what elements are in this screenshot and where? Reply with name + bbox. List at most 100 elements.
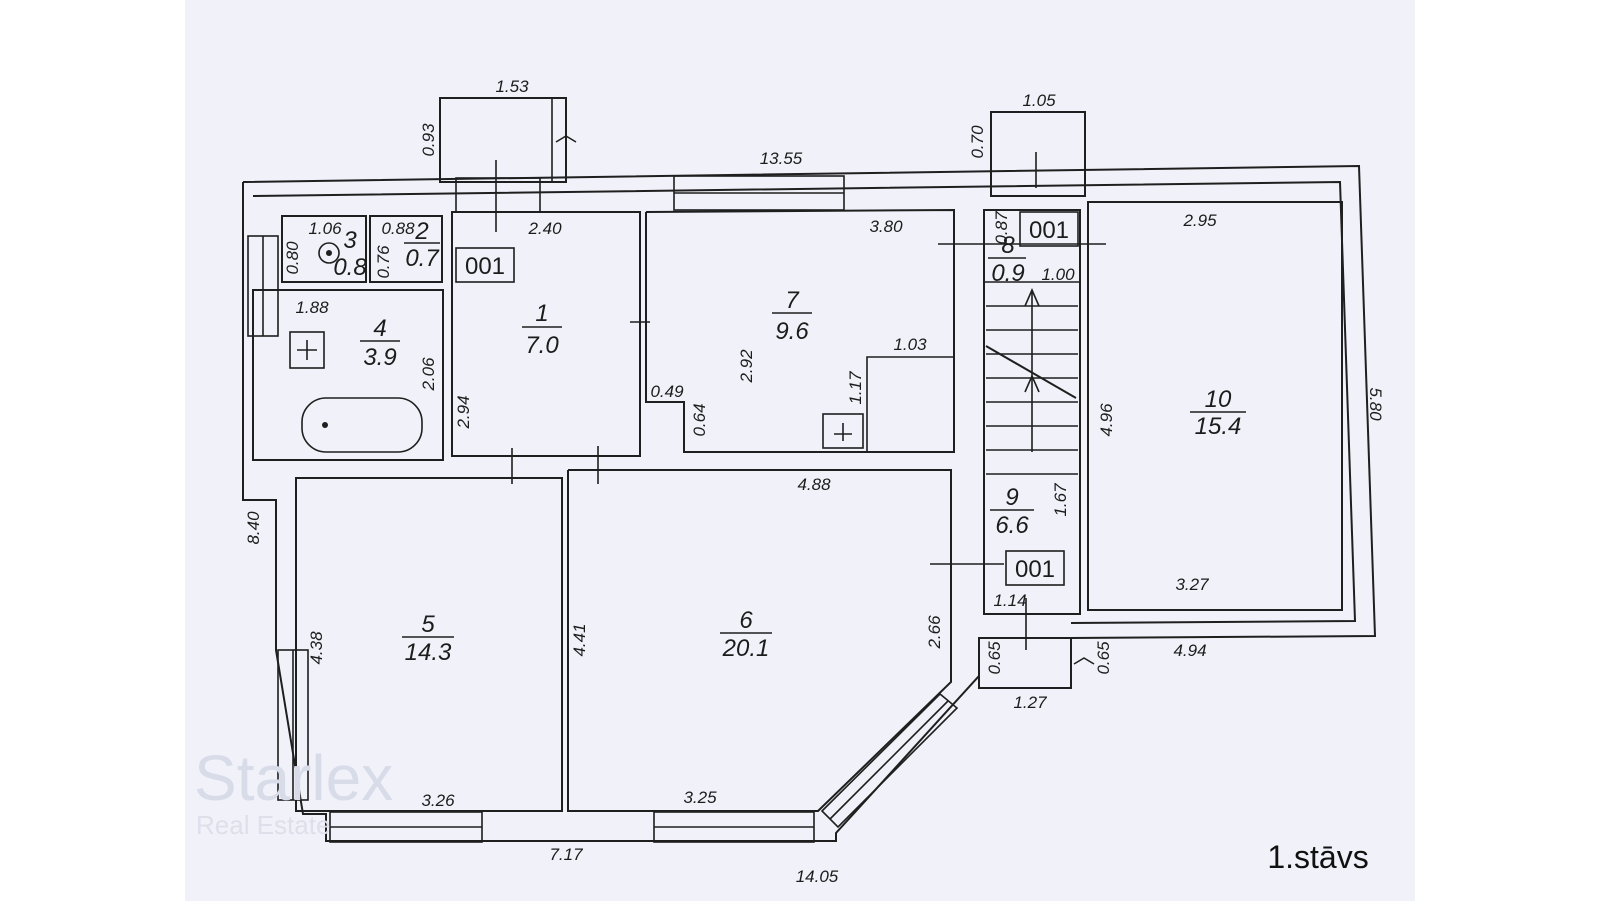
room-4-outline <box>252 289 444 461</box>
tag-box <box>1019 211 1079 247</box>
dimension-label: 1.00 <box>1041 265 1075 284</box>
shower-icon <box>289 331 325 369</box>
dimension-label: 13.55 <box>760 149 803 168</box>
dimension-label: 4.94 <box>1173 641 1206 660</box>
room-3-outline <box>281 215 367 283</box>
room-9-outline <box>983 209 1081 615</box>
room-2-outline <box>369 215 443 283</box>
window-porch <box>455 177 541 213</box>
door-marks <box>495 135 1106 665</box>
dimension-label: 4.96 <box>1097 403 1116 437</box>
tag-box <box>1005 550 1065 586</box>
watermark-sub: Real Estate <box>196 810 330 840</box>
dimension-label: 1.17 <box>846 371 865 405</box>
fixtures <box>289 242 864 453</box>
bottom-entrance <box>978 637 1072 689</box>
watermark-brand: Starlex <box>194 742 393 814</box>
dimension-label: 14.05 <box>796 867 839 886</box>
window-diagonal <box>820 692 959 829</box>
room-10-area: 15.4 <box>1195 413 1242 440</box>
dimension-label: 2.92 <box>737 349 756 384</box>
stair-treads <box>985 288 1078 475</box>
dimension-label: 1.67 <box>1051 483 1070 517</box>
room-1-area: 7.0 <box>525 332 559 359</box>
entrance-porch <box>439 97 567 183</box>
room-9-area: 6.6 <box>995 512 1029 539</box>
room-5-area: 14.3 <box>405 639 452 666</box>
dimension-label: 7.17 <box>549 845 583 864</box>
drain-icon <box>822 413 864 449</box>
floor-caption: 1.stāvs <box>1267 839 1368 875</box>
room-5-number: 5 <box>421 611 435 638</box>
dimension-label: 2.95 <box>1182 211 1217 230</box>
room-2-number: 2 <box>414 218 428 245</box>
dimension-label: 3.80 <box>869 217 903 236</box>
dimension-label: 5.80 <box>1366 387 1385 421</box>
dimension-label: 0.93 <box>419 123 438 157</box>
bathtub-drain-icon <box>322 422 328 428</box>
dimension-label: 1.06 <box>308 219 342 238</box>
room-10-number: 10 <box>1205 386 1232 413</box>
room-3-number: 3 <box>343 227 357 254</box>
room-4-area: 3.9 <box>363 344 396 371</box>
dimension-label: 0.76 <box>374 245 393 279</box>
dimension-label: 2.94 <box>454 395 473 429</box>
dimension-label: 2.66 <box>925 615 944 650</box>
room-8-number: 8 <box>1001 232 1015 259</box>
dimension-label: 0.88 <box>381 219 415 238</box>
room-3-area: 0.8 <box>333 254 367 281</box>
dimension-label: 3.26 <box>421 791 455 810</box>
room-labels: 1 7.0 2 0.7 3 0.8 4 3.9 5 14.3 6 20.1 7 … <box>333 218 1246 666</box>
dimension-label: 4.41 <box>570 623 589 656</box>
room-6-outline <box>567 469 952 812</box>
interior-walls <box>252 201 1343 812</box>
dimension-label: 1.14 <box>993 591 1026 610</box>
room-1-number: 1 <box>535 300 548 327</box>
room-7-area: 9.6 <box>775 318 809 345</box>
dimension-label: 2.06 <box>419 357 438 392</box>
dimension-label: 0.65 <box>1094 641 1113 675</box>
dimension-label: 2.40 <box>527 219 562 238</box>
dimension-label: 4.38 <box>307 631 326 665</box>
tag-label: 001 <box>465 253 505 280</box>
dimension-labels: 1.53 0.93 13.55 1.05 0.70 2.40 3.80 2.95… <box>244 77 1385 886</box>
room-8-area: 0.9 <box>991 260 1024 287</box>
room-7-outline <box>645 208 955 453</box>
dimension-label: 1.27 <box>1013 693 1047 712</box>
dimension-label: 1.53 <box>495 77 529 96</box>
stair-porch <box>990 111 1086 197</box>
bathtub-icon <box>301 397 423 453</box>
room-2-area: 0.7 <box>405 245 440 272</box>
dimension-label: 0.80 <box>283 241 302 275</box>
windows <box>247 175 959 843</box>
dimension-label: 1.05 <box>1022 91 1056 110</box>
room-9-number: 9 <box>1005 484 1018 511</box>
room-10-outline <box>1087 201 1343 611</box>
dimension-label: 0.87 <box>992 211 1011 245</box>
dimension-label: 4.88 <box>797 475 831 494</box>
room-7-number: 7 <box>785 287 800 314</box>
tag-label: 001 <box>1015 556 1055 583</box>
room-6-area: 20.1 <box>722 635 770 662</box>
dimension-label: 0.49 <box>650 382 684 401</box>
dimension-label: 0.64 <box>690 403 709 436</box>
room-5-outline <box>295 477 563 812</box>
dimension-label: 0.65 <box>985 641 1004 675</box>
exterior-walls <box>242 97 1377 842</box>
room-tags: 001 001 001 <box>455 211 1079 586</box>
paper-background <box>185 0 1415 901</box>
tag-label: 001 <box>1029 217 1069 244</box>
dimension-label: 3.27 <box>1175 575 1209 594</box>
dimension-label: 0.70 <box>968 125 987 159</box>
dimension-label: 1.88 <box>295 298 329 317</box>
dimension-label: 1.03 <box>893 335 927 354</box>
room-6-number: 6 <box>739 607 753 634</box>
tag-box <box>455 247 515 283</box>
room-4-number: 4 <box>373 315 386 342</box>
dimension-label: 3.25 <box>683 788 717 807</box>
sink-icon <box>318 242 340 264</box>
room-1-outline <box>451 211 641 457</box>
dimension-label: 8.40 <box>244 511 263 545</box>
